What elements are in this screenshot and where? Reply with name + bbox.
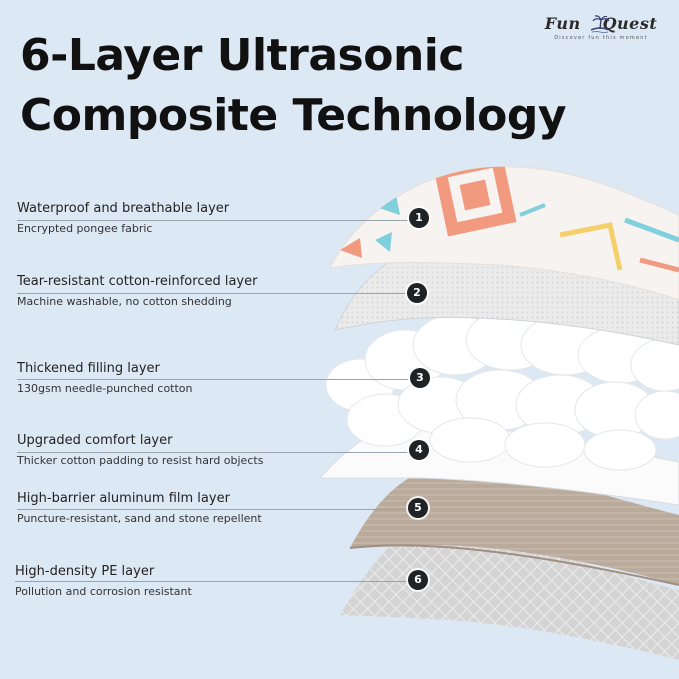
layer-6-label: High-density PE layer Pollution and corr… xyxy=(15,563,192,600)
layer-1-number-badge: 1 xyxy=(409,208,429,228)
layer-4-label: Upgraded comfort layer Thicker cotton pa… xyxy=(17,432,263,469)
layer-5-desc: Puncture-resistant, sand and stone repel… xyxy=(17,512,262,525)
layer-3-leader-line xyxy=(17,379,410,380)
layer-4-number-badge: 4 xyxy=(409,440,429,460)
layer-6-name: High-density PE layer xyxy=(15,564,155,579)
layer-4-name: Upgraded comfort layer xyxy=(17,433,173,448)
layer-5-number-badge: 5 xyxy=(408,498,428,518)
layer-5-label: High-barrier aluminum film layer Punctur… xyxy=(17,490,262,527)
brand-name-right: Quest xyxy=(602,14,658,33)
layer-2-leader-line xyxy=(17,293,407,294)
brand-name: Fun Quest xyxy=(535,14,667,34)
layer-1-leader-line xyxy=(17,220,409,221)
title-line-1: 6-Layer Ultrasonic xyxy=(20,30,464,81)
layer-3-desc: 130gsm needle-punched cotton xyxy=(17,382,193,395)
page-title: 6-Layer Ultrasonic Composite Technology xyxy=(20,26,567,146)
layer-3-cotton xyxy=(325,309,679,471)
layer-3-name: Thickened filling layer xyxy=(17,361,160,376)
layer-3-number-badge: 3 xyxy=(410,368,430,388)
brand-name-left: Fun xyxy=(544,14,581,33)
layer-6-leader-line xyxy=(15,581,408,582)
title-line-2: Composite Technology xyxy=(20,90,567,141)
layer-2-label: Tear-resistant cotton-reinforced layer M… xyxy=(17,273,257,310)
brand-logo: Fun Quest Discover fun this moment xyxy=(535,14,667,48)
layer-1-name: Waterproof and breathable layer xyxy=(17,201,230,216)
layer-5-name: High-barrier aluminum film layer xyxy=(17,491,230,506)
layer-5-film xyxy=(350,466,679,585)
layer-4-leader-line xyxy=(17,452,409,453)
layer-6-desc: Pollution and corrosion resistant xyxy=(15,585,192,598)
layer-1-pongee xyxy=(329,166,679,301)
layer-6-number-badge: 6 xyxy=(408,570,428,590)
layer-2-desc: Machine washable, no cotton shedding xyxy=(17,295,232,308)
layer-4-desc: Thicker cotton padding to resist hard ob… xyxy=(17,454,264,467)
layer-5-leader-line xyxy=(17,509,408,510)
layer-2-number-badge: 2 xyxy=(407,283,427,303)
layer-1-label: Waterproof and breathable layer Encrypte… xyxy=(17,200,229,237)
brand-tagline: Discover fun this moment xyxy=(554,35,648,41)
layer-2-name: Tear-resistant cotton-reinforced layer xyxy=(17,274,258,289)
layer-1-desc: Encrypted pongee fabric xyxy=(17,222,153,235)
palm-island-logo-icon xyxy=(590,15,610,33)
layer-3-label: Thickened filling layer 130gsm needle-pu… xyxy=(17,360,193,397)
layer-6-pe xyxy=(340,528,679,660)
